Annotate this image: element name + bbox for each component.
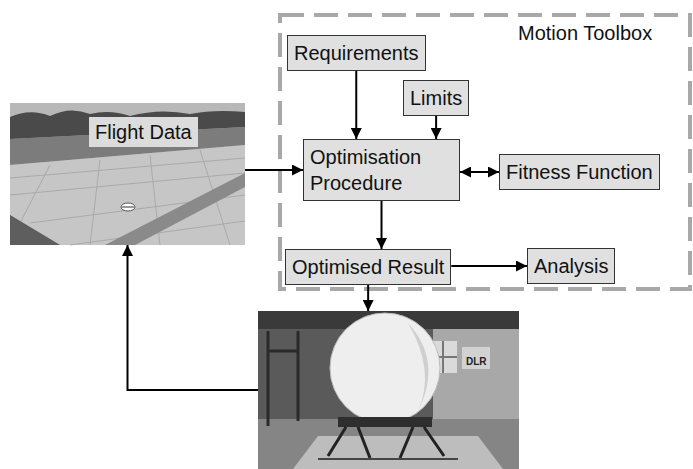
ground-fill <box>10 103 245 245</box>
process-box: Analysis <box>527 248 615 284</box>
toolbox-boundary <box>280 15 690 289</box>
grid-line <box>90 160 100 245</box>
tarmac <box>10 145 245 245</box>
flow-arrow <box>245 169 303 171</box>
actuator-leg <box>328 427 346 456</box>
box-label: Requirements <box>294 40 419 66</box>
motion-platform <box>338 417 432 427</box>
process-box: Optimised Result <box>285 249 451 285</box>
toolbox-region: Motion ToolboxRequirementsLimitsOptimisa… <box>278 14 689 290</box>
box-label: Fitness Function <box>506 159 653 185</box>
grid-line <box>20 165 50 223</box>
box-label: Optimisation Procedure <box>310 144 453 196</box>
gantry-post <box>267 331 270 426</box>
floor-line <box>318 458 458 460</box>
actuator-leg <box>400 427 413 458</box>
flow-arrow <box>367 285 369 311</box>
taxiway-strip <box>105 173 245 245</box>
region-title: Motion Toolbox <box>518 20 652 46</box>
photo-label: Flight Data <box>89 117 198 147</box>
gantry-post <box>297 331 300 421</box>
motion-simulator-photo <box>258 311 519 469</box>
hall-background <box>258 311 519 469</box>
photo-panel: DLR <box>258 311 519 469</box>
flow-arrow <box>451 265 527 267</box>
aircraft-wing <box>122 207 134 208</box>
box-label: Optimised Result <box>292 254 444 280</box>
photo-label: DLR <box>464 356 489 368</box>
flight-sim-screenshot <box>10 103 245 245</box>
box-label: Analysis <box>534 253 608 279</box>
flow-arrow <box>355 71 357 139</box>
dark-corner <box>10 215 60 245</box>
process-box: Fitness Function <box>499 154 660 190</box>
floor-platform <box>293 436 503 469</box>
process-box: Optimisation Procedure <box>303 139 460 201</box>
aircraft <box>121 203 135 211</box>
tarmac-grid <box>10 150 245 245</box>
hexapod-legs <box>328 427 444 458</box>
box-label: Limits <box>410 85 462 111</box>
gantry-frame <box>268 331 298 426</box>
process-box: Requirements <box>287 35 426 71</box>
actuator-leg <box>424 427 444 456</box>
flow-arrow <box>435 116 437 139</box>
flow-arrow <box>460 171 499 173</box>
photo-panel: Flight Data <box>10 103 245 245</box>
flow-arrow <box>381 201 383 249</box>
dome-shading <box>408 323 428 411</box>
simulator-dome <box>330 313 440 423</box>
gantry-beam <box>268 350 298 353</box>
process-box: Limits <box>403 80 469 116</box>
flow-arrow <box>128 245 259 390</box>
logo-plate <box>462 347 490 369</box>
actuator-leg <box>358 427 370 458</box>
